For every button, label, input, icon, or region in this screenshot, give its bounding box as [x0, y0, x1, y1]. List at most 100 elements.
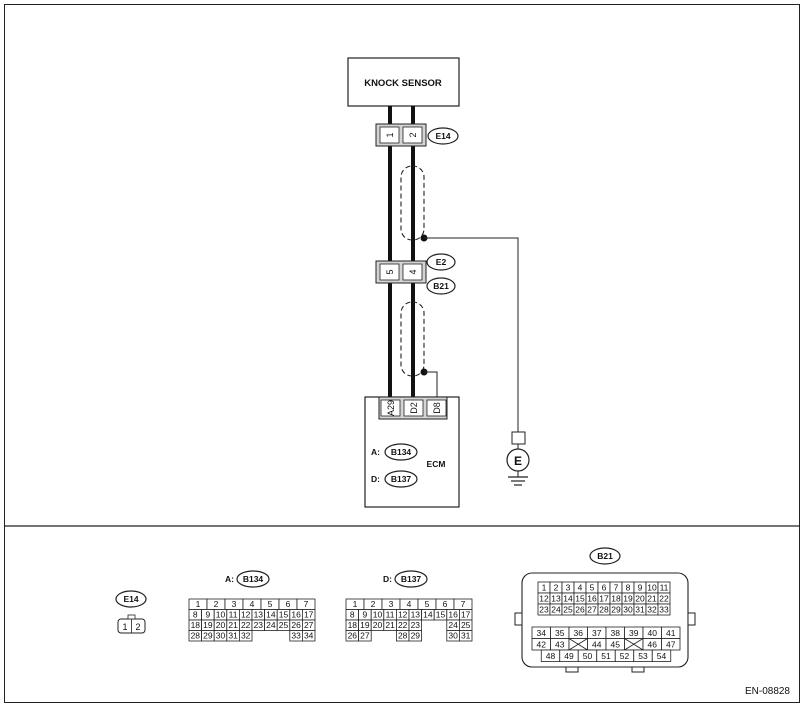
conn-b21-label: B21	[597, 551, 613, 561]
b137-pin-25: 25	[461, 620, 471, 630]
conn-b134-prefix: A:	[225, 574, 234, 584]
b21-pin-46: 46	[648, 640, 658, 650]
b21-pin-32: 32	[647, 605, 657, 615]
b21-pin-35: 35	[555, 628, 565, 638]
b134-pin-34: 34	[304, 631, 314, 641]
b21-pin-41: 41	[666, 628, 676, 638]
b137-pin-21: 21	[385, 620, 395, 630]
b137-pin-30: 30	[448, 631, 458, 641]
b134-pin-7: 7	[304, 599, 309, 609]
b137-pin-4: 4	[407, 599, 412, 609]
outer-frame	[4, 4, 800, 703]
b137-pin-14: 14	[423, 610, 433, 620]
b21-pin-44: 44	[592, 640, 602, 650]
conn-e14-pin-1: 1	[122, 622, 127, 632]
b134-pin-19: 19	[203, 620, 213, 630]
b21-pin-28: 28	[599, 605, 609, 615]
b137-pin-2: 2	[371, 599, 376, 609]
b134-cell	[301, 630, 316, 642]
b21-pin-11: 11	[660, 583, 669, 593]
b21-pin-33: 33	[659, 605, 669, 615]
ecm-conn-d: B137	[391, 474, 412, 484]
b134-pin-24: 24	[266, 620, 276, 630]
b137-pin-13: 13	[411, 610, 421, 620]
main-wires	[388, 106, 415, 398]
b21-pin-24: 24	[551, 605, 561, 615]
b21-pin-15: 15	[575, 594, 585, 604]
ground-symbol: E	[506, 431, 530, 486]
b21-pin-38: 38	[611, 628, 621, 638]
ecm-label: ECM	[427, 459, 446, 469]
b21-pin-40: 40	[648, 628, 658, 638]
e14-pin-1: 1	[385, 132, 395, 137]
b137-pin-6: 6	[443, 599, 448, 609]
b21-pin-8: 8	[626, 583, 631, 593]
conn-b137-prefix: D:	[383, 574, 392, 584]
b21-pin-21: 21	[647, 594, 657, 604]
b21-pin-23: 23	[539, 605, 549, 615]
e2-pin-4: 4	[408, 269, 418, 274]
b134-pin-32: 32	[241, 631, 251, 641]
b21-pin-27: 27	[587, 605, 597, 615]
b137-pin-23: 23	[411, 620, 421, 630]
b137-pin-3: 3	[389, 599, 394, 609]
b134-pin-4: 4	[250, 599, 255, 609]
b21-pin-49: 49	[564, 651, 574, 661]
b21-pin-7: 7	[614, 583, 619, 593]
b134-pin-16: 16	[291, 610, 301, 620]
b21-pin-53: 53	[638, 651, 648, 661]
b21-pin-4: 4	[578, 583, 583, 593]
b21-pin-50: 50	[583, 651, 593, 661]
ecm-pin-d2: D2	[409, 402, 419, 414]
b21-pin-34: 34	[537, 628, 547, 638]
b21-pin-47: 47	[666, 640, 676, 650]
knock-sensor-label: KNOCK SENSOR	[364, 78, 442, 89]
b134-pin-26: 26	[291, 620, 301, 630]
ground-label: E	[514, 454, 522, 468]
b21-pin-39: 39	[629, 628, 639, 638]
b137-pin-22: 22	[398, 620, 408, 630]
b134-pin-23: 23	[254, 620, 264, 630]
b137-pin-26: 26	[348, 631, 358, 641]
b134-pin-3: 3	[232, 599, 237, 609]
b21-pin-25: 25	[563, 605, 573, 615]
b134-pin-14: 14	[266, 610, 276, 620]
b21-pin-13: 13	[551, 594, 561, 604]
connector-e14: 1 2	[375, 123, 427, 147]
b134-pin-10: 10	[216, 610, 226, 620]
ecm-pin-d8: D8	[432, 402, 442, 414]
b134-cell	[238, 630, 253, 642]
b134-pin-22: 22	[241, 620, 251, 630]
b137-pin-19: 19	[360, 620, 370, 630]
b134-pin-25: 25	[279, 620, 289, 630]
b21-pin-52: 52	[620, 651, 630, 661]
b21-pin-19: 19	[623, 594, 633, 604]
badge-e2: E2	[426, 253, 456, 271]
b137-pin-7: 7	[461, 599, 466, 609]
b134-pin-8: 8	[193, 610, 198, 620]
e2-pin-5: 5	[385, 269, 395, 274]
b137-pin-31: 31	[461, 631, 471, 641]
e2-label: E2	[436, 257, 447, 267]
ecm-conn-a-prefix: A:	[371, 447, 380, 457]
b134-pin-18: 18	[191, 620, 201, 630]
b137-pin-10: 10	[373, 610, 383, 620]
b21-pin-2: 2	[554, 583, 559, 593]
conn-e14-label: E14	[123, 594, 138, 604]
b134-pin-21: 21	[228, 620, 238, 630]
conn-view-e14: E14 1 2	[115, 590, 147, 634]
b21-cell	[657, 603, 671, 616]
b21-pin-14: 14	[563, 594, 573, 604]
b134-pin-11: 11	[229, 610, 238, 620]
b137-pin-17: 17	[461, 610, 471, 620]
b134-pin-6: 6	[286, 599, 291, 609]
b137-pin-9: 9	[363, 610, 368, 620]
b134-pin-13: 13	[254, 610, 264, 620]
b137-cell	[358, 630, 372, 642]
b134-pin-27: 27	[304, 620, 314, 630]
b21-pin-18: 18	[611, 594, 621, 604]
b134-pin-12: 12	[241, 610, 251, 620]
b21-pin-45: 45	[611, 640, 621, 650]
